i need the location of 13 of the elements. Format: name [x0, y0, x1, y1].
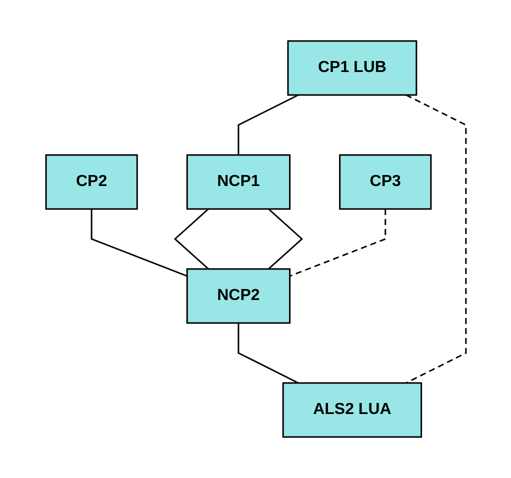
node-box: CP2: [44, 154, 138, 210]
connector: [268, 208, 303, 270]
node-box: CP1 LUB: [286, 40, 417, 96]
connector: [237, 94, 298, 155]
node-box: NCP1: [186, 154, 290, 210]
connector: [237, 323, 298, 384]
connector: [173, 208, 208, 270]
connector: [90, 209, 187, 277]
connector: [289, 209, 386, 277]
node-box: ALS2 LUA: [282, 382, 422, 438]
node-box: NCP2: [186, 268, 290, 324]
node-box: CP3: [338, 154, 432, 210]
connector: [405, 94, 466, 384]
